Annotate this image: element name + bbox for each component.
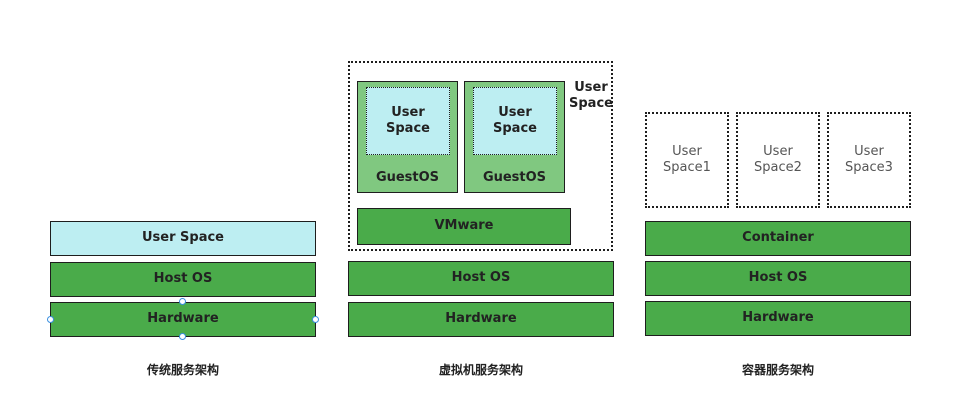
vm-outer-user-space-label: User Space	[569, 79, 613, 111]
vm-vmware-label: VMware	[434, 218, 494, 234]
selection-handle-bottom[interactable]	[179, 333, 186, 340]
traditional-caption: 传统服务架构	[146, 363, 219, 377]
vm-hardware-label: Hardware	[445, 311, 517, 327]
traditional-user-space-label: User Space	[141, 230, 224, 246]
traditional-hardware-label: Hardware	[147, 311, 219, 327]
vm-guestos-1-label: GuestOS	[375, 169, 440, 185]
container-hardware-layer[interactable]: Hardware	[645, 301, 911, 336]
vm-guest1-user-space[interactable]: User Space	[366, 87, 450, 155]
vm-guest2-user-space[interactable]: User Space	[473, 87, 557, 155]
traditional-hardware-layer[interactable]: Hardware	[50, 302, 316, 337]
traditional-host-os-layer[interactable]: Host OS	[50, 262, 316, 297]
traditional-user-space-layer[interactable]: User Space	[50, 221, 316, 256]
vm-host-os-label: Host OS	[451, 270, 511, 286]
container-host-os-label: Host OS	[748, 270, 808, 286]
selection-handle-right[interactable]	[312, 316, 319, 323]
vm-caption: 虚拟机服务架构	[438, 363, 523, 377]
vm-guestos-2-label: GuestOS	[482, 169, 547, 185]
container-host-os-layer[interactable]: Host OS	[645, 261, 911, 296]
vm-user-space-boundary[interactable]	[348, 61, 613, 251]
vm-host-os-layer[interactable]: Host OS	[348, 261, 614, 296]
selection-handle-left[interactable]	[47, 316, 54, 323]
container-user-space-3[interactable]: User Space3	[827, 112, 911, 208]
container-engine-layer[interactable]: Container	[645, 221, 911, 256]
container-caption: 容器服务架构	[741, 363, 814, 377]
container-user-space-2[interactable]: User Space2	[736, 112, 820, 208]
container-user-space-1[interactable]: User Space1	[645, 112, 729, 208]
selection-handle-top[interactable]	[179, 298, 186, 305]
traditional-host-os-label: Host OS	[153, 271, 213, 287]
vm-vmware-layer[interactable]: VMware	[357, 208, 571, 245]
container-engine-label: Container	[742, 230, 814, 246]
vm-hardware-layer[interactable]: Hardware	[348, 302, 614, 337]
container-hardware-label: Hardware	[742, 310, 814, 326]
